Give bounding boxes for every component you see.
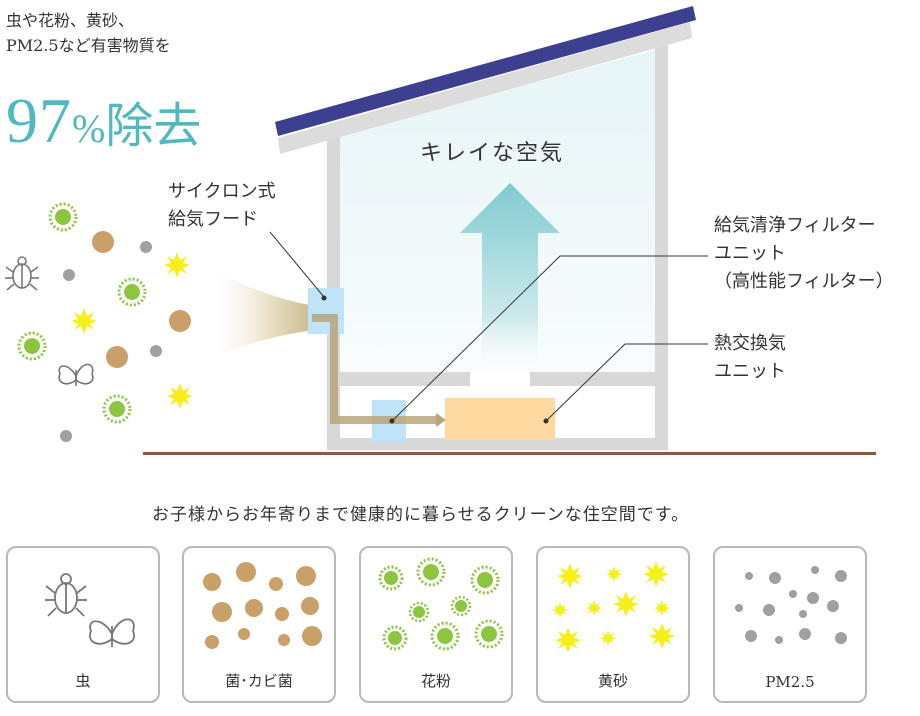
card-pm25: PM2.5 [713, 546, 867, 703]
pm-particle [60, 430, 72, 442]
headline-line1: 虫や花粉、黄砂、 [6, 11, 135, 30]
pm-particle [63, 269, 75, 281]
leader-lines [269, 231, 708, 424]
bacteria-particle [169, 310, 191, 332]
pm-particle [140, 241, 152, 253]
bacteria-particle [106, 346, 128, 368]
exchanger-leader-dot [543, 418, 549, 424]
removal-percent-sign: % [72, 106, 106, 151]
sand-particle [71, 308, 97, 334]
card-insects-label: 虫 [75, 672, 91, 690]
pm-particle [150, 345, 162, 357]
filter-leader-dot [389, 418, 395, 424]
insects-icon [45, 573, 135, 647]
cyclone-hood-funnel [205, 268, 315, 360]
filter-leader-line [391, 255, 708, 422]
pollen-particle [102, 394, 132, 424]
hood-filter-box [308, 288, 344, 334]
pollen-particle [48, 202, 78, 232]
filter-unit-label: 給気清浄フィルター ユニット （高性能フィルター） [714, 212, 894, 296]
filter-label-line2: ユニット [714, 243, 786, 264]
house-floor-gap [470, 372, 530, 386]
removal-rate: 97%除去 [6, 84, 201, 158]
exchanger-unit-label: 熱交換気 ユニット [714, 330, 786, 386]
headline-line2: PM2.5など有害物質を [6, 36, 171, 55]
clean-air-label: キレイな空気 [420, 141, 565, 166]
filter-label-line1: 給気清浄フィルター [714, 215, 876, 236]
pollen-icon [378, 557, 504, 651]
removal-suffix: 除去 [105, 100, 202, 153]
tagline: お子様からお年寄りまで健康的に暮らせるクリーンな住空間です。 [152, 505, 690, 525]
card-pollen-label: 花粉 [420, 672, 451, 690]
bacteria-particle [92, 231, 114, 253]
hood-leader-dot [321, 295, 327, 301]
sand-particle [164, 252, 190, 278]
card-pollen: 花粉 [359, 546, 513, 703]
duct-arrowhead [436, 413, 446, 427]
heat-exchanger-box [445, 398, 555, 440]
ground-line [143, 452, 876, 455]
pollutant-cloud [5, 202, 193, 442]
house-base-slab [327, 438, 668, 450]
filter-label-line3: （高性能フィルター） [714, 271, 894, 292]
removal-percent-value: 97 [6, 85, 72, 156]
hood-label-line1: サイクロン式 [168, 181, 276, 202]
butterfly-icon [58, 363, 94, 386]
pm25-icon [735, 566, 847, 644]
house-wall-right [655, 44, 668, 450]
card-insects: 虫 [6, 546, 160, 703]
yellow-sand-icon [552, 561, 675, 653]
pollen-particle [17, 331, 47, 361]
card-pm25-label: PM2.5 [765, 673, 815, 691]
card-yellow-sand: 黄砂 [536, 546, 690, 703]
clean-air-arrow [460, 183, 560, 375]
exchanger-label-line2: ユニット [714, 361, 786, 382]
exchanger-label-line1: 熱交換気 [714, 333, 786, 354]
supply-duct [312, 314, 438, 424]
hood-label: サイクロン式 給気フード [168, 178, 276, 234]
card-bacteria: 菌･カビ菌 [182, 546, 336, 703]
bacteria-icon [203, 562, 322, 649]
pollen-particle [117, 277, 147, 307]
bug-icon [5, 256, 39, 291]
exchanger-leader-line [545, 343, 708, 422]
headline-text: 虫や花粉、黄砂、 PM2.5など有害物質を [6, 8, 171, 58]
hood-leader-line [269, 231, 325, 298]
card-yellow-sand-label: 黄砂 [597, 672, 628, 690]
roof-underlay [278, 22, 692, 154]
roof-panel [275, 6, 696, 136]
sand-particle [167, 383, 193, 409]
hood-label-line2: 給気フード [168, 209, 258, 230]
card-bacteria-label: 菌･カビ菌 [225, 672, 293, 690]
